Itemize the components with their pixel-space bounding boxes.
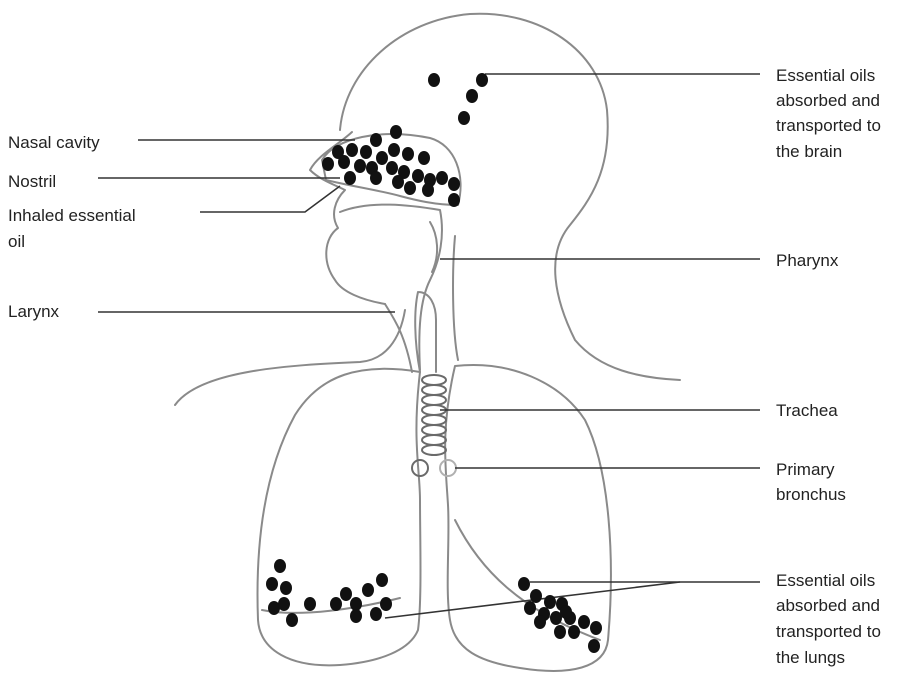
neck-back-outline — [453, 236, 458, 360]
label-nasal-cavity: Nasal cavity — [8, 131, 100, 155]
larynx-outline — [415, 292, 436, 372]
label-brain-line1: Essential oils — [776, 64, 875, 88]
label-lungs-line3: transported to — [776, 620, 881, 644]
label-brain-line4: the brain — [776, 140, 842, 164]
label-trachea: Trachea — [776, 399, 838, 423]
label-bronchus-line1: Primary — [776, 458, 835, 482]
label-lungs-line1: Essential oils — [776, 569, 875, 593]
head-outline — [340, 14, 680, 380]
shoulder-left-outline — [175, 310, 405, 405]
left-lung-outline — [257, 369, 420, 666]
label-brain-line3: transported to — [776, 114, 881, 138]
label-nostril: Nostril — [8, 170, 56, 194]
label-inhaled-oil-line1: Inhaled essential — [8, 204, 136, 228]
label-brain-line2: absorbed and — [776, 89, 880, 113]
label-lungs-line2: absorbed and — [776, 594, 880, 618]
label-lungs-line4: the lungs — [776, 646, 845, 670]
leader-inhaled-oil — [200, 186, 340, 212]
label-larynx: Larynx — [8, 300, 59, 324]
label-pharynx: Pharynx — [776, 249, 838, 273]
label-bronchus-line2: bronchus — [776, 483, 846, 507]
neck-front-outline — [385, 304, 412, 372]
label-inhaled-oil-line2: oil — [8, 230, 25, 254]
